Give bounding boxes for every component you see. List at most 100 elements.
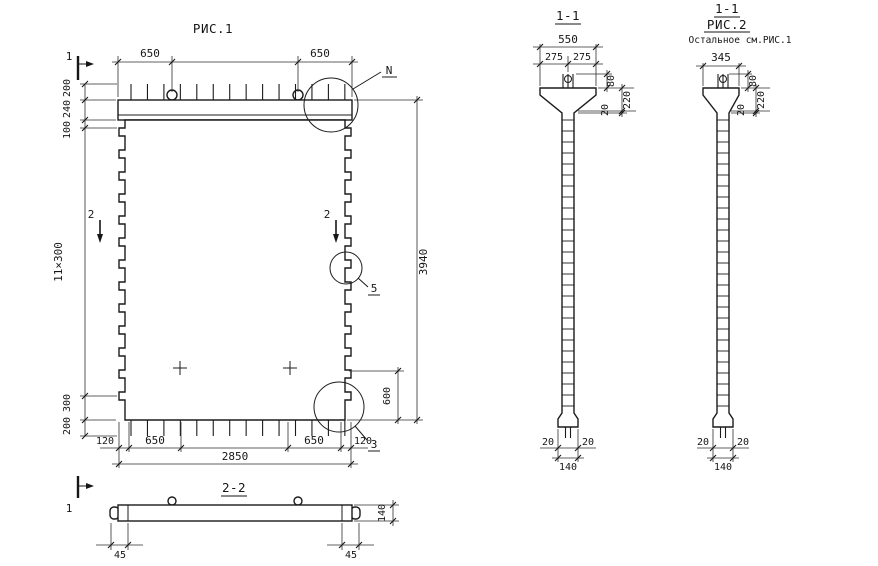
dim-tick: [355, 541, 363, 549]
dim-tick: [413, 96, 421, 104]
dim-220: 220: [622, 91, 633, 109]
dim-tick: [294, 58, 302, 66]
dim-tick: [574, 454, 582, 462]
dim-tick: [347, 444, 355, 452]
leader-line: [352, 71, 382, 90]
dim-tick: [114, 58, 122, 66]
dim-275-left: 275: [545, 52, 563, 63]
dim-650-top-right: 650: [310, 47, 330, 60]
dim-tick: [592, 43, 600, 51]
dim-140-thickness: 140: [377, 504, 388, 522]
dim-tick: [115, 460, 123, 468]
dim-3940: 3940: [417, 249, 430, 276]
dim-140-bottom-fig2: 140: [714, 462, 732, 473]
dim-tick: [81, 116, 89, 124]
dim-650-top-left: 650: [140, 47, 160, 60]
panel-cap: [117, 99, 353, 121]
dim-tick: [81, 416, 89, 424]
fixture-crosses: [173, 361, 297, 375]
dim-tick: [81, 124, 89, 132]
dim-120-bottom-right: 120: [354, 436, 372, 447]
dim-220-fig2: 220: [756, 91, 767, 109]
dim-tick: [81, 80, 89, 88]
detail-circle-3: [313, 381, 365, 433]
section-mark-2-left: 2: [88, 208, 95, 221]
dim-tick: [394, 367, 402, 375]
fig2-subtitle: РИС.2: [707, 17, 747, 32]
dim-tick: [81, 96, 89, 104]
dim-345: 345: [711, 51, 731, 64]
dim-tick: [709, 454, 717, 462]
dim-tick: [536, 60, 544, 68]
labels: РИС.1 650 650 200 240 100 11×300 300 200…: [52, 1, 792, 561]
dim-tick: [752, 109, 760, 117]
dim-80: 80: [606, 75, 617, 87]
dim-tick: [338, 541, 346, 549]
dim-tick: [554, 444, 562, 452]
slab-body: [117, 504, 353, 522]
dim-tick: [177, 444, 185, 452]
section-1-1-title: 1-1: [556, 8, 580, 23]
callout-5-label: 5: [371, 282, 378, 295]
dim-tick: [603, 84, 611, 92]
section-1-1-view: [539, 75, 597, 428]
dim-tick: [347, 460, 355, 468]
dim-tick: [125, 444, 133, 452]
dim-tick: [564, 60, 572, 68]
dim-240: 240: [62, 100, 73, 118]
dim-tick: [284, 444, 292, 452]
panel-front-view: [117, 71, 397, 452]
dim-tick: [107, 541, 115, 549]
loop-top-left: [167, 496, 177, 506]
dim-tick: [389, 517, 397, 525]
dim-tick: [389, 501, 397, 509]
column-outline-fig2: [702, 87, 740, 428]
panel-body: [118, 119, 352, 421]
dim-tick: [618, 109, 626, 117]
dim-2850: 2850: [222, 450, 249, 463]
dim-tick: [618, 84, 626, 92]
dim-tick: [554, 454, 562, 462]
callout-3-label: 3: [371, 438, 378, 451]
fig2-note: Остальное см.РИС.1: [689, 35, 792, 46]
dim-20-bottom-right-fig2: 20: [737, 437, 749, 448]
section-mark-1-top: 1: [66, 50, 73, 63]
dim-100: 100: [62, 121, 73, 139]
dim-550: 550: [558, 33, 578, 46]
dim-tick: [81, 392, 89, 400]
dim-tick: [744, 70, 752, 78]
dim-tick: [729, 454, 737, 462]
dim-20-bottom-left-fig2: 20: [697, 437, 709, 448]
dim-tick: [699, 62, 707, 70]
dim-200-bottom: 200: [62, 417, 73, 435]
fig2-title: 1-1: [715, 1, 739, 16]
section-2-2-view: [109, 496, 361, 522]
dim-tick: [536, 43, 544, 51]
arrow-right-icon: [86, 61, 94, 67]
dim-11x300: 11×300: [52, 242, 65, 282]
dim-80-fig2: 80: [748, 75, 759, 87]
title-underlines: [221, 16, 750, 497]
dim-20-cap: 20: [600, 104, 611, 116]
dim-tick: [603, 70, 611, 78]
section-2-2-title: 2-2: [222, 480, 246, 495]
dim-140-bottom: 140: [559, 462, 577, 473]
dim-tick: [124, 541, 132, 549]
dim-tick: [574, 444, 582, 452]
arrow-down-icon: [97, 234, 103, 243]
loop-top-right: [293, 496, 303, 506]
section-1-1-fig2-view: [702, 75, 740, 428]
dim-650-bottom-right: 650: [304, 434, 324, 447]
arrow-down-icon: [333, 234, 339, 243]
detail-callouts: [303, 71, 397, 452]
dim-tick: [618, 107, 626, 115]
callout-n-label: N: [386, 64, 393, 77]
dim-20-bottom-right: 20: [582, 437, 594, 448]
rebar-ticks: [130, 74, 729, 438]
dim-20-bottom-left: 20: [542, 437, 554, 448]
dim-600: 600: [382, 387, 393, 405]
detail-circle-n: [303, 77, 359, 133]
arrow-right-icon: [86, 483, 94, 489]
